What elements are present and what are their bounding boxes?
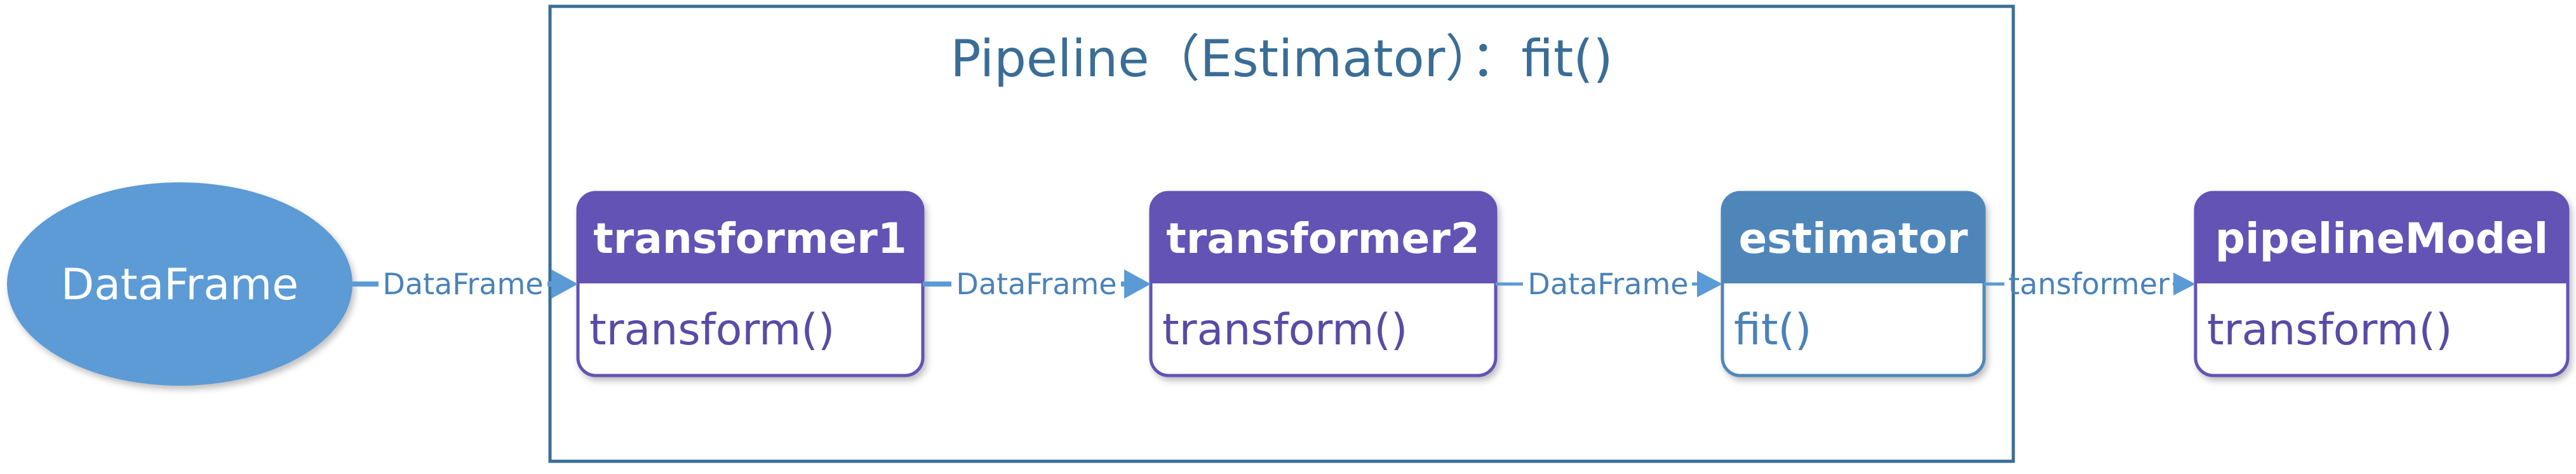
transformer2-method: transform() [1162,305,1407,355]
edge-2-arrowhead [1124,269,1151,299]
transformer2-header [1151,193,1496,283]
pipeline-model-method: transform() [2207,305,2452,355]
dataframe-input-node [7,182,352,386]
estimator-header-label: estimator [1739,214,1968,263]
edge-2-label: DataFrame [956,267,1117,301]
edge-1-label: DataFrame [382,267,543,301]
pipeline-container [548,4,2015,463]
edge-4-arrowhead [2173,273,2196,295]
edge-dataframe-to-transformer1: DataFrame [352,267,578,301]
edge-estimator-to-pipeline-model: tansformer [1984,267,2196,301]
pipeline-model-node [2194,191,2570,377]
pipeline-model-header [2196,193,2568,283]
estimator-header [1722,193,1984,283]
transformer1-method: transform() [589,305,835,355]
estimator-node [1721,191,1986,377]
dataframe-input-label: DataFrame [61,260,299,310]
dataframe-input-ellipse [7,182,352,386]
edge-transformer2-to-estimator: DataFrame [1496,267,1722,301]
edge-4-label: tansformer [2008,267,2170,301]
pipeline-model-header-label: pipelineModel [2215,214,2549,263]
transformer2-header-label: transformer2 [1166,214,1480,263]
estimator-method: fit() [1734,305,1812,355]
edge-3-arrowhead [1697,271,1722,297]
edge-1-arrowhead [551,269,578,299]
transformer1-header-label: transformer1 [593,214,907,263]
transformer2-node [1149,191,1498,377]
transformer1-header [578,193,923,283]
pipeline-title: Pipeline（Estimator）：fit() [950,29,1613,88]
edge-transformer1-to-transformer2: DataFrame [923,267,1151,301]
edge-3-label: DataFrame [1527,267,1688,301]
